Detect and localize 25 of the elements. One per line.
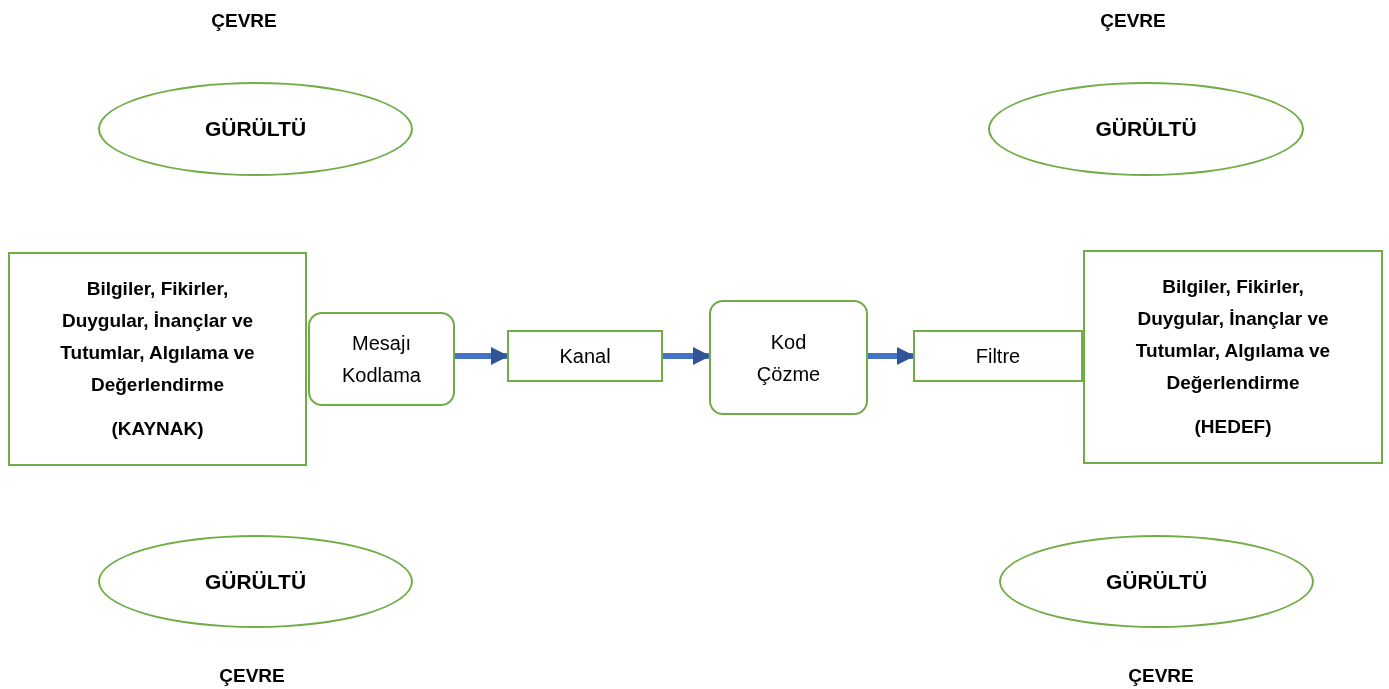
process-box <box>507 330 663 382</box>
arrow <box>663 347 711 365</box>
party-role: (KAYNAK) <box>111 417 204 441</box>
environment-label: ÇEVRE <box>1100 10 1166 32</box>
party-box <box>8 252 307 466</box>
party-description: Bilgiler, Fikirler, Duygular, İnançlar ve Tutumlar, Algılama ve Değerlendirme <box>59 277 256 397</box>
process-box <box>709 300 868 415</box>
node-label: Kod Çözme <box>755 329 822 387</box>
party-role: (HEDEF) <box>1194 415 1272 439</box>
party-description: Bilgiler, Fikirler, Duygular, İnançlar ve Tutumlar, Algılama ve Değerlendirme <box>1134 275 1332 395</box>
node-label: GÜRÜLTÜ <box>1095 116 1197 142</box>
node-label: GÜRÜLTÜ <box>1105 568 1208 595</box>
node-label: Mesajı Kodlama <box>341 331 422 388</box>
node-label: Kanal <box>559 344 611 369</box>
arrow <box>868 347 915 365</box>
environment-label: ÇEVRE <box>1128 665 1194 687</box>
process-box <box>308 312 455 406</box>
process-box <box>913 330 1083 382</box>
party-box <box>1083 250 1383 464</box>
node-label: GÜRÜLTÜ <box>204 116 307 142</box>
node-label: GÜRÜLTÜ <box>204 568 307 595</box>
environment-label: ÇEVRE <box>219 665 285 687</box>
node-label: Filtre <box>975 344 1021 369</box>
arrow <box>455 347 509 365</box>
environment-label: ÇEVRE <box>211 10 277 32</box>
